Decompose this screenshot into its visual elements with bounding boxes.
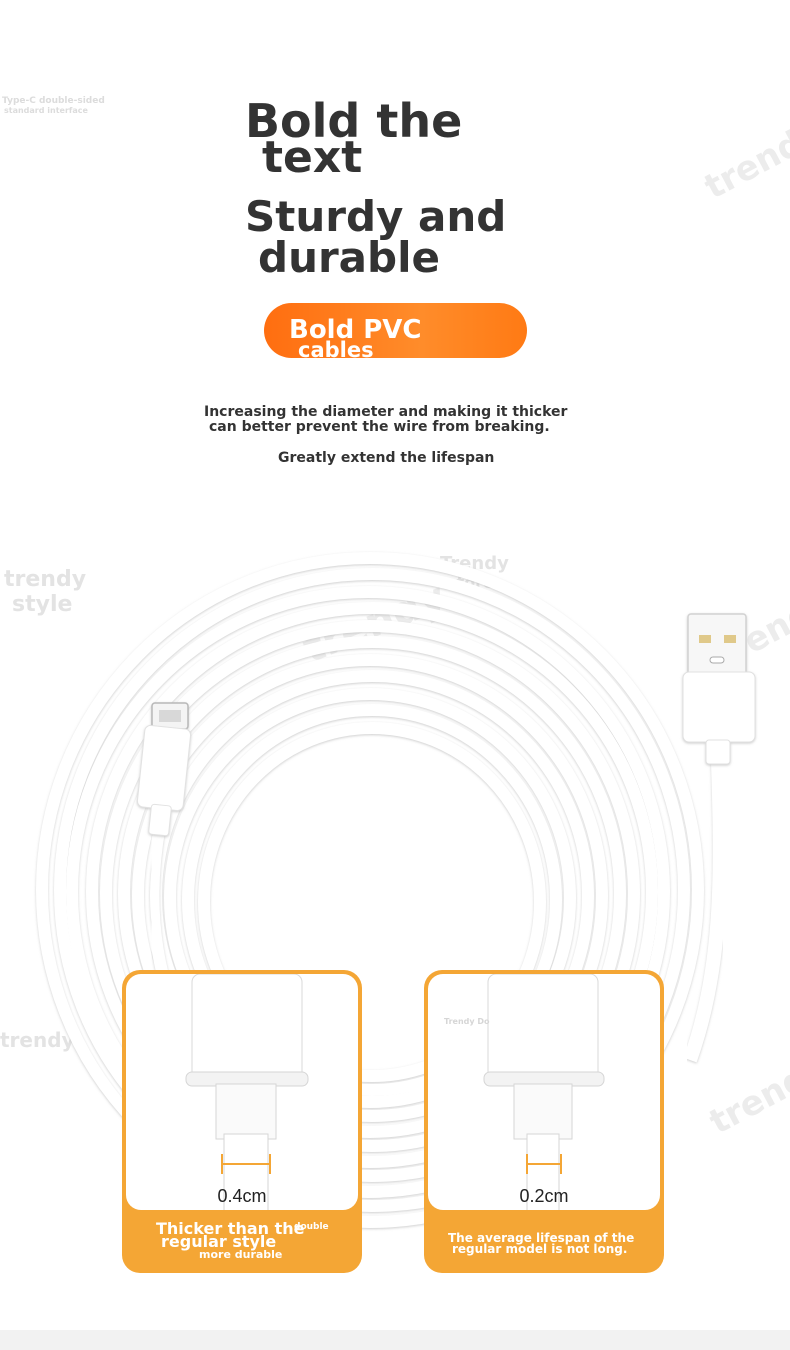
badge-line-1: Bold PVC <box>289 315 422 345</box>
usb-a-plug <box>682 613 756 765</box>
regular-caption-line-1: The average lifespan of the <box>448 1231 635 1245</box>
heading-line-3: Sturdy and <box>245 192 507 241</box>
heading-line-2: text <box>262 132 363 183</box>
regular-cable-image <box>483 974 605 1210</box>
micro-usb-plug <box>136 702 192 837</box>
coiled-cable-illustration <box>36 552 756 1228</box>
thick-cable-closeup: 0.4cm <box>126 974 358 1210</box>
watermark-interface-1: Type-C double-sided <box>2 96 105 106</box>
thick-caption-line-3: more durable <box>199 1248 283 1261</box>
thickness-measurement-regular: 0.2cm <box>519 1186 569 1206</box>
thick-cable-image <box>185 974 309 1210</box>
badge-line-2: cables <box>298 338 374 359</box>
regular-caption-line-2: regular model is not long. <box>452 1242 628 1256</box>
thickness-measurement-thick: 0.4cm <box>217 1186 267 1206</box>
watermark-brand-top-right: trendy <box>698 112 790 208</box>
bold-pvc-badge: Bold PVC cables <box>264 303 527 358</box>
watermark-style: style <box>12 592 73 617</box>
description-line-1: Increasing the diameter and making it th… <box>204 404 568 420</box>
watermark-trendy: trendy <box>4 567 87 592</box>
heading-line-4: durable <box>258 233 440 282</box>
comparison-card-regular: Trendy Do 0.2cm The average lifespan of … <box>424 970 664 1273</box>
regular-cable-closeup: Trendy Do 0.2cm <box>428 974 660 1210</box>
bottom-divider <box>0 1330 790 1350</box>
watermark-card-trendy: Trendy Do <box>444 1017 490 1026</box>
heading-line-1: Bold the <box>245 94 463 148</box>
watermark-interface-2: standard interface <box>4 106 88 115</box>
thick-caption-line-2: regular style <box>161 1232 277 1251</box>
thick-caption-line-1: Thicker than the <box>156 1219 305 1238</box>
description-line-3: Greatly extend the lifespan <box>278 450 495 466</box>
watermark-trendy-left: trendy <box>0 1028 75 1052</box>
description-line-2: can better prevent the wire from breakin… <box>209 419 550 435</box>
comparison-card-thick: 0.4cm Thicker than the regular style mor… <box>122 970 362 1273</box>
watermark-double: double <box>294 1222 329 1232</box>
